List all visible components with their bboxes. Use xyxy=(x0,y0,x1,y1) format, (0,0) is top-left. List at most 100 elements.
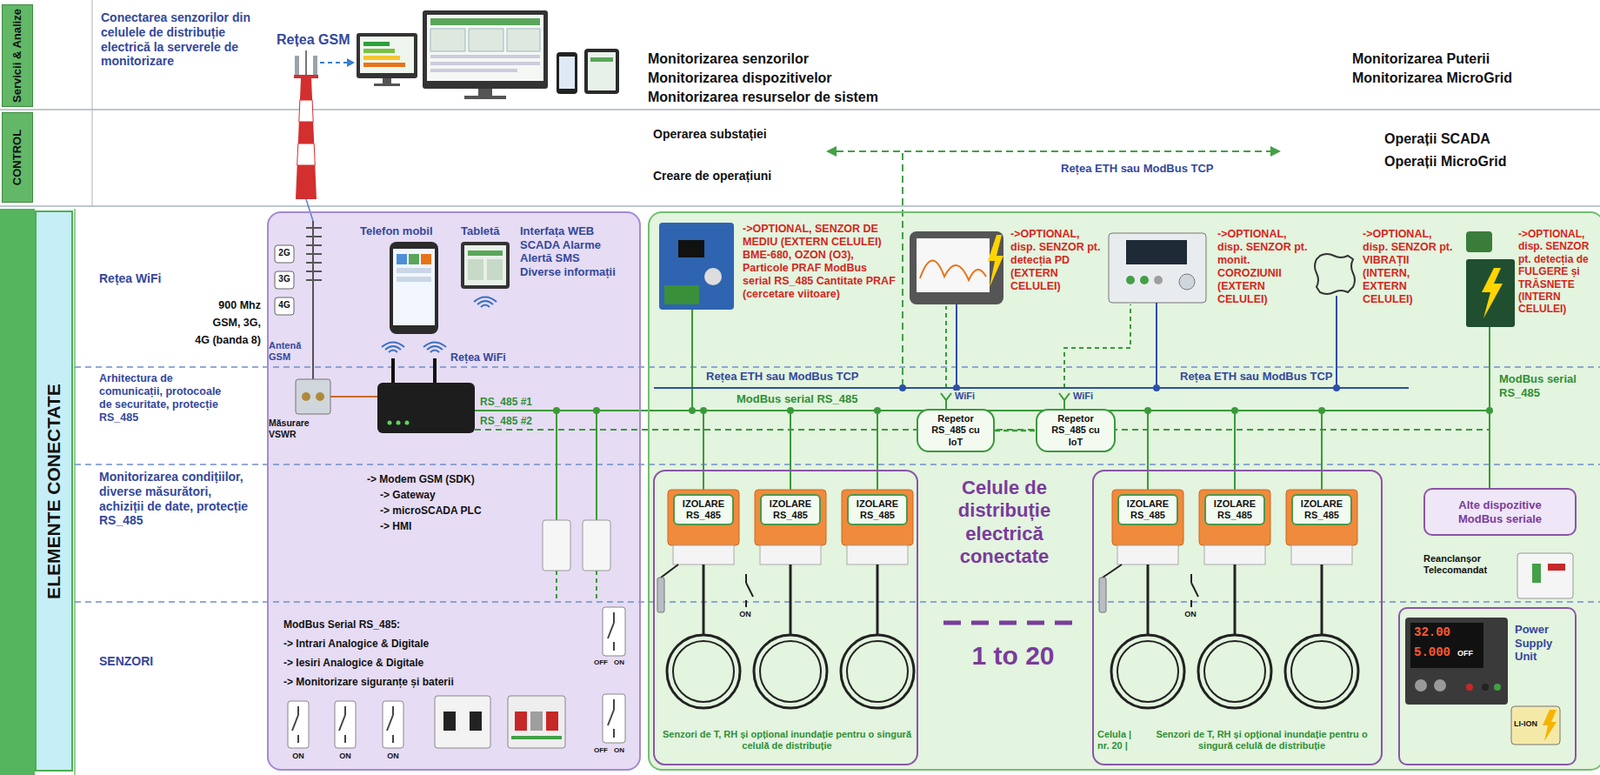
wifi-icon xyxy=(381,342,405,348)
isolator-box: IZOLARE RS_485 xyxy=(760,493,821,526)
switch-symbol xyxy=(297,706,300,715)
network-name: Rețea GSM xyxy=(276,31,350,48)
frequency-note: 900 Mhz xyxy=(180,299,261,313)
service-text: Monitorizarea dispozitivelor xyxy=(647,69,833,87)
wifi-icon xyxy=(385,346,401,350)
corrosion-sensor xyxy=(1140,275,1149,285)
switch-symbol xyxy=(386,714,394,731)
gateway-panel-text: Interfața WEB SCADA Alarme Alertă SMS Di… xyxy=(520,224,618,279)
vswr-meter xyxy=(295,379,331,414)
cell-group: Senzori de T, RH și opțional inundație p… xyxy=(653,469,919,766)
bus-junction xyxy=(700,406,707,414)
switch-symbol xyxy=(292,714,299,731)
switch-symbol xyxy=(613,728,615,738)
section-band-text: ELEMENTE CONECTATE xyxy=(42,214,65,767)
control-text: Operații SCADA xyxy=(1384,130,1491,147)
sensor-cable xyxy=(745,600,747,607)
control-text: Operarea substației xyxy=(653,126,767,142)
cells-panel-text: ->OPTIONAL, disp. SENZOR pt. detecția de… xyxy=(1518,227,1597,316)
control-text: Creare de operațiuni xyxy=(653,168,772,184)
arrow-head xyxy=(1270,146,1281,157)
monitor-devices xyxy=(464,95,507,100)
phone-tablet xyxy=(396,276,432,282)
monitor-devices xyxy=(430,68,518,73)
bus-junction xyxy=(1153,384,1160,392)
corrosion-sensor xyxy=(1108,233,1207,303)
switch-symbol xyxy=(602,606,626,656)
gateway-module xyxy=(582,520,611,571)
gsm-antenna xyxy=(306,261,322,264)
isolator-device xyxy=(673,545,734,565)
bus-junction xyxy=(899,384,907,392)
corrosion-sensor xyxy=(1179,273,1195,290)
device-box: Alte dispozitive ModBus seriale xyxy=(1423,487,1577,536)
service-text: Monitorizarea Puterii xyxy=(1352,50,1490,67)
bus-junction xyxy=(688,406,696,414)
vibration-icon xyxy=(1314,253,1355,294)
switch-symbol xyxy=(607,709,614,726)
rs485-bus xyxy=(595,410,598,520)
bus-junction xyxy=(873,406,881,414)
isolator-box-text: IZOLARE RS_485 xyxy=(682,498,725,521)
circuit-breaker xyxy=(514,711,527,731)
bus-junction xyxy=(593,406,600,414)
power-supply xyxy=(1481,683,1489,691)
repeater-box-text: Repetor RS_485 cu IoT xyxy=(928,413,983,448)
psu-box-text: Power Supply Unit xyxy=(1514,622,1553,664)
monitor-devices xyxy=(584,48,620,94)
isolator-box: IZOLARE RS_485 xyxy=(1291,493,1353,526)
sensor-cable xyxy=(840,634,914,708)
section-band-text: Servicii & Analize xyxy=(10,8,25,103)
wifi-icon xyxy=(430,350,440,354)
frame-lines xyxy=(92,0,94,207)
switch-state: ON xyxy=(611,658,627,667)
monitor-devices xyxy=(559,56,575,89)
panel-fill xyxy=(266,211,1600,771)
network-arrow xyxy=(836,151,1271,388)
switch-state: OFF xyxy=(592,746,610,755)
environment-sensor xyxy=(704,267,722,286)
gateway-panel-text: Tabletă xyxy=(460,224,500,239)
switch-symbol xyxy=(613,641,615,651)
monitor-devices xyxy=(430,28,466,52)
switch-symbol xyxy=(334,700,356,748)
monitor-devices xyxy=(430,54,540,59)
service-text: Monitorizarea MicroGrid xyxy=(1352,69,1513,87)
power-supply xyxy=(1414,679,1427,692)
gsm-tower xyxy=(293,50,355,221)
isolator-box-text: IZOLARE RS_485 xyxy=(1126,498,1169,521)
monitor-devices xyxy=(382,78,392,84)
eth-bus xyxy=(955,304,958,388)
gsm-antenna xyxy=(306,244,322,247)
router xyxy=(405,420,410,426)
display-value: OFF xyxy=(1457,648,1474,659)
wifi-icon xyxy=(388,350,398,354)
gateway-module xyxy=(542,520,571,571)
monitor-devices xyxy=(506,28,540,52)
bus-junction xyxy=(1231,406,1239,414)
cells-panel: ->OPTIONAL, SENZOR DE MEDIU (EXTERN CELU… xyxy=(647,211,1600,771)
bus-junction xyxy=(1486,406,1494,414)
row-separator xyxy=(74,463,1600,466)
gsm-antenna xyxy=(306,279,322,281)
isolator-box-text: IZOLARE RS_485 xyxy=(856,498,899,521)
rs485-bus xyxy=(1064,304,1131,388)
recloser-device xyxy=(1547,563,1566,571)
row-heading: Conectarea senzorilor din celulele de di… xyxy=(100,10,251,69)
switch-symbol xyxy=(297,734,300,743)
frequency-note: GSM, 3G, xyxy=(180,316,261,330)
row-separator xyxy=(74,366,1600,368)
gateway-panel-text: Rețea WiFi xyxy=(450,351,507,365)
gsm-tower xyxy=(298,121,314,144)
isolator-device xyxy=(754,489,827,546)
gsm-tower xyxy=(346,58,355,67)
isolator-device xyxy=(1291,545,1353,565)
power-supply xyxy=(1493,683,1501,691)
switch-symbol xyxy=(287,700,309,748)
gateway-module xyxy=(542,520,611,571)
cell-group-text: Senzori de T, RH și opțional inundație p… xyxy=(660,728,914,752)
row-heading: Arhitectura de comunicații, protocoale d… xyxy=(99,372,230,425)
phone-tablet xyxy=(389,241,439,334)
circuit-breaker xyxy=(530,711,543,731)
gateway-panel-text: -> Iesiri Analogice & Digitale xyxy=(283,656,424,669)
